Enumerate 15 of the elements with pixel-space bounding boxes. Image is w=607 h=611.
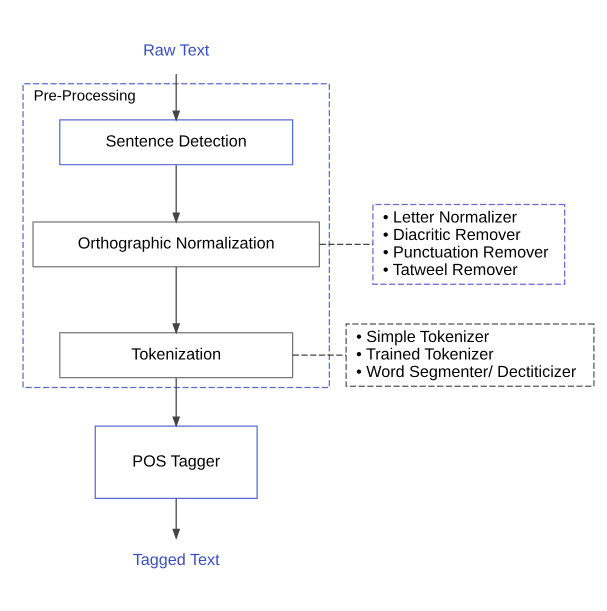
arrow <box>172 266 180 334</box>
node-box: Orthographic Normalization <box>32 220 320 267</box>
arrow <box>172 378 180 428</box>
node-text: Tagged Text <box>132 550 220 568</box>
node-box: Sentence Detection <box>59 118 294 165</box>
arrow <box>172 498 180 540</box>
arrow <box>172 164 180 224</box>
node-box: Tokenization <box>59 332 294 378</box>
connector <box>292 354 346 356</box>
node-box: • Letter Normalizer • Diacritic Remover • Punctuation Remover • Tatweel Remover <box>372 203 566 284</box>
node-box: • Simple Tokenizer • Trained Tokenizer • Word Segmenter/ Dectiticizer <box>346 322 595 386</box>
connector <box>320 243 373 244</box>
node-text: Raw Text <box>143 41 210 60</box>
node-box: POS Tagger <box>94 425 258 498</box>
arrow <box>172 74 180 122</box>
